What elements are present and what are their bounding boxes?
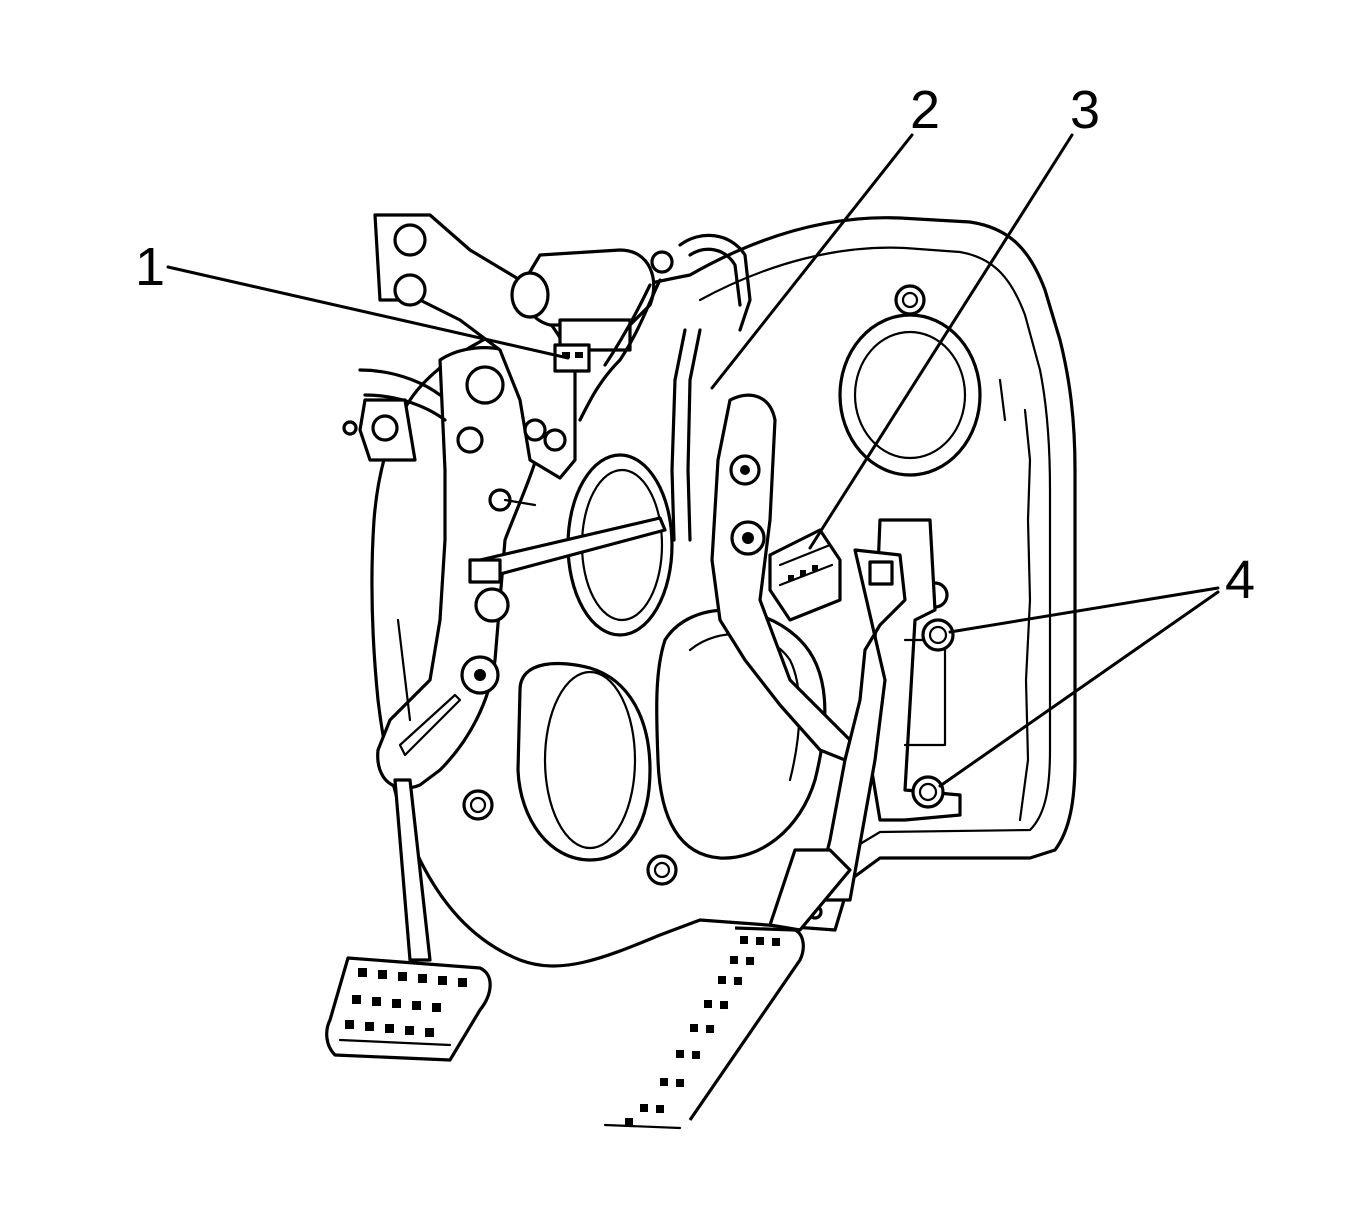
leader-line-1 <box>166 265 570 360</box>
left-mount <box>342 398 417 722</box>
brake-pedal-pad <box>325 956 492 1062</box>
callout-labels: 1 2 3 4 <box>135 80 1255 610</box>
brake-switch-connector <box>553 343 591 373</box>
callout-2: 2 <box>910 80 940 140</box>
leader-line-4b <box>938 590 1220 788</box>
callout-3: 3 <box>1070 80 1100 140</box>
lower-mounting-nut <box>911 775 945 809</box>
wiring-harness <box>358 233 752 542</box>
plate-openings <box>516 313 982 862</box>
callout-4: 4 <box>1225 550 1255 610</box>
upper-bracket <box>373 213 577 480</box>
accelerator-pedal-pad <box>603 848 852 1130</box>
brake-pedal-arm <box>376 346 547 962</box>
leader-line-4a <box>948 586 1220 634</box>
leader-lines <box>166 133 1220 788</box>
callout-1: 1 <box>135 237 165 297</box>
push-rod <box>468 488 667 584</box>
leader-line-3 <box>808 133 1074 550</box>
leader-line-2 <box>710 133 914 390</box>
pedal-position-sensor-connector <box>768 528 842 622</box>
upper-mounting-nut <box>921 618 955 652</box>
